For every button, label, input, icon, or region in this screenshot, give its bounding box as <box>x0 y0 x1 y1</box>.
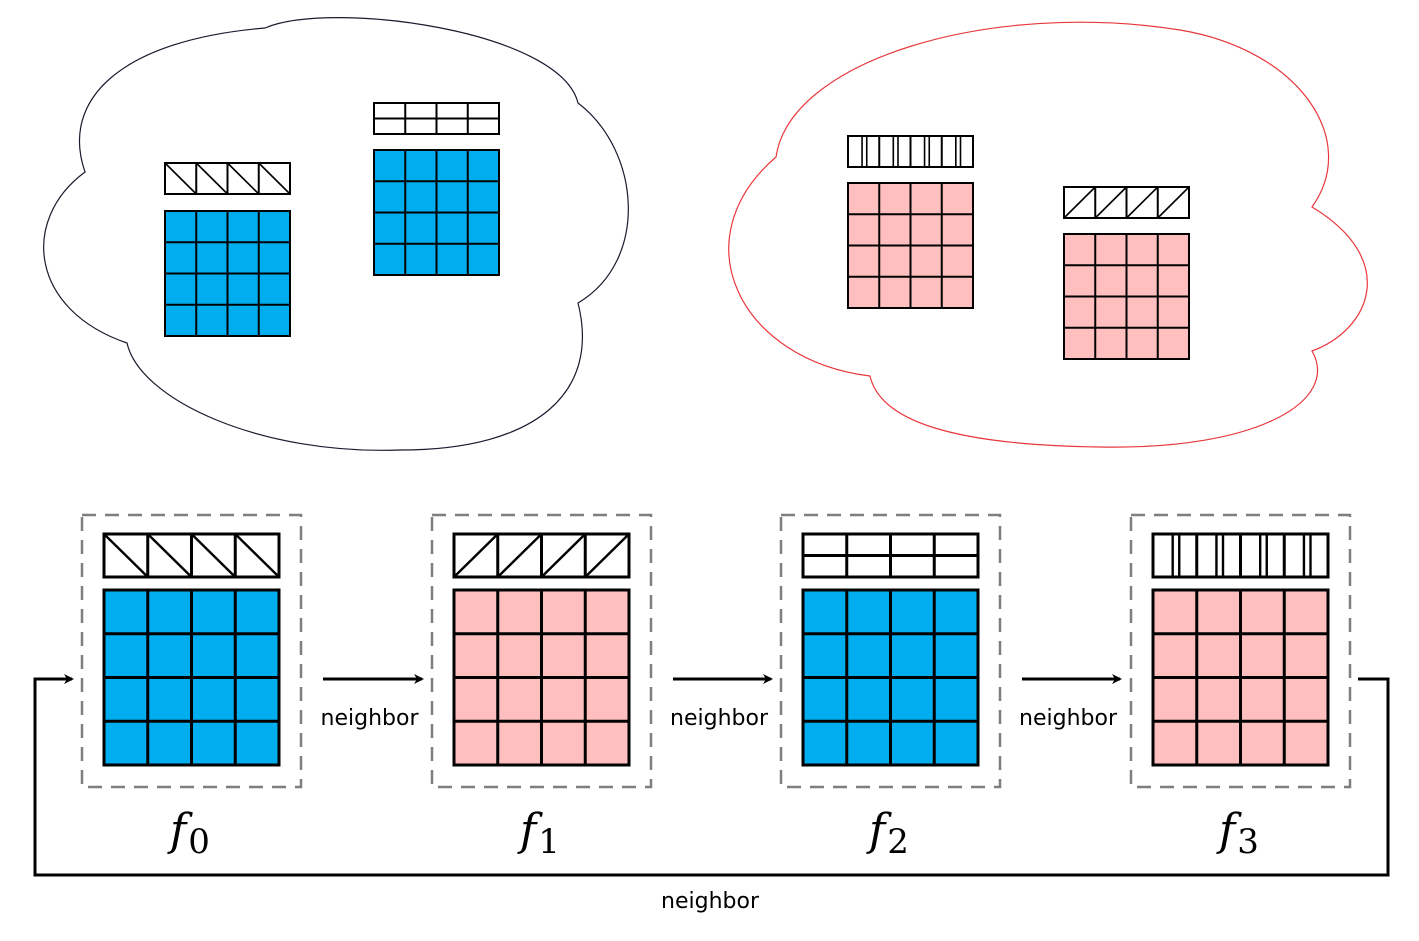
neighbor-arrow-label-1: neighbor <box>670 706 769 731</box>
function-header-2 <box>801 532 980 579</box>
dashed-box <box>430 513 653 789</box>
cloud-blue-header-0 <box>164 162 291 195</box>
function-label-3: f3 <box>1216 805 1259 862</box>
cloud-blue-header-1 <box>373 102 500 135</box>
function-header-0 <box>102 532 281 579</box>
cloud-pink-matrix-1 <box>1063 233 1190 360</box>
function-header-3 <box>1151 532 1330 579</box>
cloud-pink <box>728 21 1368 448</box>
function-block-1: f1 <box>430 513 653 862</box>
cloud-pink-matrix-0 <box>847 182 974 309</box>
function-label-2: f2 <box>866 805 909 862</box>
cloud-pink-header-1 <box>1063 186 1190 219</box>
function-block-0: f0 <box>80 513 303 862</box>
cloud-pink-header-0 <box>847 135 974 168</box>
dashed-box <box>779 513 1002 789</box>
dashed-box <box>80 513 303 789</box>
neighbor-arrow-label-2: neighbor <box>1019 706 1118 731</box>
function-matrix-2 <box>801 588 980 767</box>
cloud-blue-matrix-0 <box>164 210 291 337</box>
function-label-1: f1 <box>517 805 560 862</box>
loop-arrow <box>33 674 1390 877</box>
function-matrix-1 <box>452 588 631 767</box>
function-matrix-0 <box>102 588 281 767</box>
function-block-3: f3 <box>1129 513 1352 862</box>
function-block-2: f2 <box>779 513 1002 862</box>
function-label-0: f0 <box>167 805 210 862</box>
cloud-blue-matrix-1 <box>373 149 500 276</box>
function-matrix-3 <box>1151 588 1330 767</box>
function-header-1 <box>452 532 631 579</box>
loop-arrow-label: neighbor <box>661 889 760 914</box>
cloud-blue <box>43 17 629 451</box>
neighbor-arrow-label-0: neighbor <box>321 706 420 731</box>
dashed-box <box>1129 513 1352 789</box>
